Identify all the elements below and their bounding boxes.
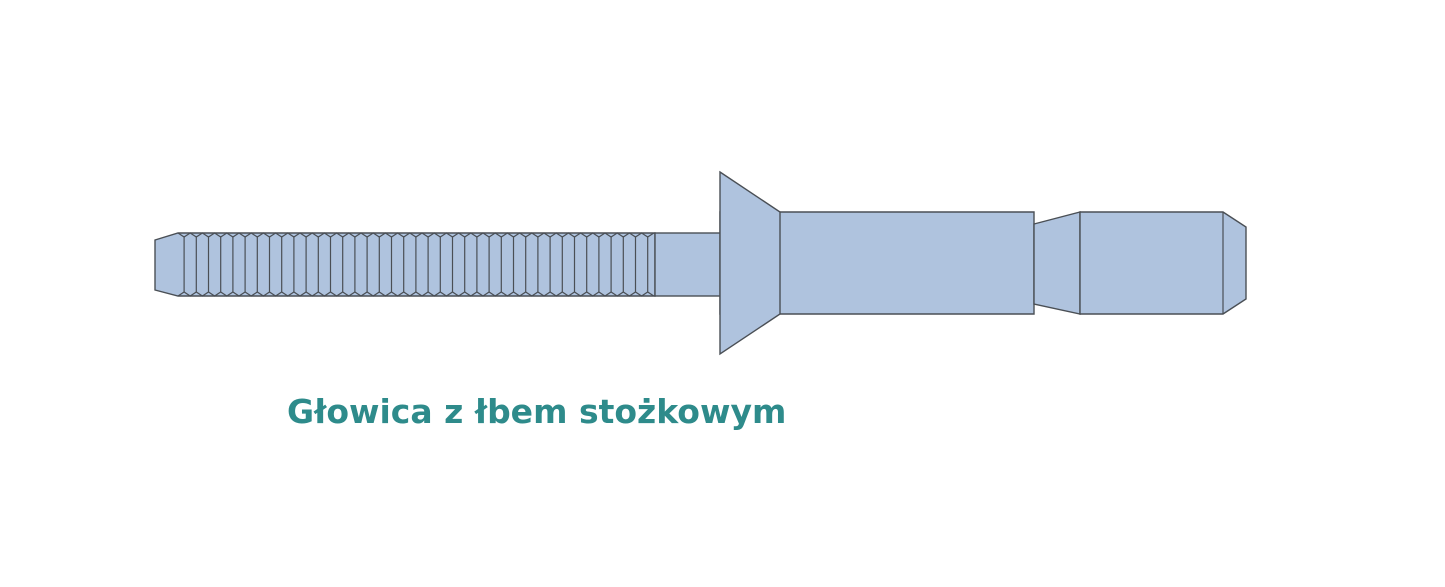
rivet-body [719,170,1247,356]
mandrel-thread-grooves [177,232,655,297]
mandrel-threaded-section [154,232,656,297]
countersunk-head [719,170,781,356]
mandrel-smooth-section [654,232,724,297]
rivet-mandrel [154,232,724,297]
rivet-tail [1079,211,1247,315]
rivet-neck [1033,211,1081,315]
diagram-caption: Głowica z łbem stożkowym [287,392,787,431]
